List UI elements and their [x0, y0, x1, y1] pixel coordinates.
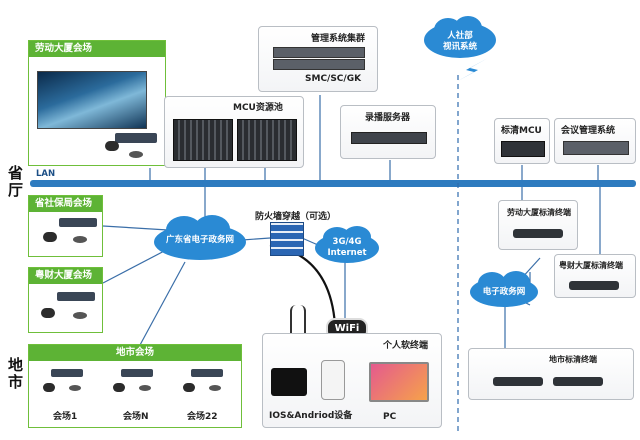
labor-hd-terminal-box: 劳动大厦标清终端 [498, 200, 578, 250]
camera-icon-2 [43, 232, 57, 242]
recorder-device [351, 132, 427, 144]
site-1-label: 会场1 [53, 412, 78, 422]
tablet-icon [271, 368, 307, 396]
yuecai-hd-terminal-box: 粤财大厦标清终端 [554, 254, 636, 298]
network-3g4g-cloud: 3G/4G Internet [315, 226, 379, 263]
codec-device-3 [57, 292, 95, 301]
city-hd-terminal-box: 地市标清终端 [468, 348, 634, 400]
codec-device [115, 133, 157, 143]
mgmt-cluster-label: 管理系统集群 [311, 34, 366, 44]
hd-mcu-device [501, 141, 545, 157]
mcu-chassis-1 [173, 119, 233, 161]
conf-mgmt-box: 会议管理系统 [554, 118, 636, 164]
firewall-icon [270, 222, 304, 256]
server-2 [273, 59, 365, 70]
pc-label: PC [383, 412, 397, 422]
yuecai-title: 粤财大厦会场 [29, 268, 102, 284]
video-wall-image [37, 71, 147, 129]
soft-terminal-box: 个人软终端 IOS&Andriod设备 PC [262, 333, 442, 428]
site-22-mic [209, 385, 221, 391]
laptop-icon [369, 362, 429, 402]
gov-net-cloud: 电子政务网 [470, 271, 538, 307]
city-label: 地市 [8, 356, 24, 391]
mobile-label: IOS&Andriod设备 [269, 411, 353, 421]
province-label: 省厅 [8, 164, 24, 199]
social-security-title: 省社保局会场 [29, 196, 102, 212]
labor-building-venue: 劳动大厦会场 [28, 40, 166, 166]
lan-dots [147, 180, 601, 186]
hd-mcu-label: 标清MCU [501, 126, 542, 136]
city-hd-terminal-device-1 [493, 377, 543, 386]
network-3g4g-line2: Internet [327, 248, 366, 258]
site-1-mic [69, 385, 81, 391]
conf-mgmt-device [563, 141, 629, 155]
video-system-cloud: 人社部 视讯系统 [424, 16, 496, 58]
yuecai-hd-terminal-device [569, 281, 619, 290]
mic-icon [129, 151, 143, 158]
labor-building-title: 劳动大厦会场 [29, 41, 165, 57]
smc-label: SMC/SC/GK [305, 74, 362, 84]
lan-bus [30, 180, 636, 187]
mgmt-cluster-box: 管理系统集群 SMC/SC/GK [258, 26, 378, 92]
network-3g4g-line1: 3G/4G [333, 237, 362, 247]
firewall-label: 防火墙穿越（可选） [255, 212, 337, 222]
wifi-tower-icon [290, 305, 306, 341]
hd-mcu-box: 标清MCU [494, 118, 550, 164]
lan-label: LAN [36, 169, 56, 179]
city-hd-terminal-device-2 [553, 377, 603, 386]
gov-net-gd-label: 广东省电子政务网 [166, 234, 234, 245]
mic-icon-3 [73, 312, 87, 319]
city-venue: 地市会场 会场1 会场N 会场22 [28, 344, 242, 428]
mcu-pool-box: MCU资源池 [164, 96, 304, 168]
site-1-camera [43, 383, 55, 392]
soft-terminal-title: 个人软终端 [383, 341, 429, 351]
yuecai-venue: 粤财大厦会场 [28, 267, 103, 333]
site-n-device [121, 369, 153, 377]
site-n-camera [113, 383, 125, 392]
link-bolt [456, 58, 488, 82]
site-22-camera [183, 383, 195, 392]
video-system-line2: 视讯系统 [443, 41, 478, 52]
mcu-pool-label: MCU资源池 [233, 103, 283, 113]
yuecai-hd-terminal-label: 粤财大厦标清终端 [559, 261, 623, 270]
gov-net-label: 电子政务网 [483, 286, 526, 297]
gov-net-gd-cloud: 广东省电子政务网 [154, 215, 246, 260]
phone-icon [321, 360, 345, 400]
recorder-label: 录播服务器 [365, 113, 411, 123]
mic-icon-2 [73, 236, 87, 243]
site-n-label: 会场N [123, 412, 149, 422]
site-1-device [51, 369, 83, 377]
camera-icon-3 [41, 308, 55, 318]
server-1 [273, 47, 365, 58]
city-hd-terminal-label: 地市标清终端 [549, 355, 597, 364]
site-22-device [191, 369, 223, 377]
labor-hd-terminal-device [513, 229, 563, 238]
social-security-venue: 省社保局会场 [28, 195, 103, 257]
conf-mgmt-label: 会议管理系统 [561, 126, 616, 136]
site-n-mic [139, 385, 151, 391]
mcu-chassis-2 [237, 119, 297, 161]
codec-device-2 [59, 218, 97, 227]
video-system-line1: 人社部 [447, 30, 473, 41]
city-venue-title: 地市会场 [29, 345, 241, 361]
recorder-box: 录播服务器 [340, 105, 436, 159]
site-22-label: 会场22 [187, 412, 218, 422]
camera-icon [105, 141, 119, 151]
labor-hd-terminal-label: 劳动大厦标清终端 [507, 208, 571, 217]
